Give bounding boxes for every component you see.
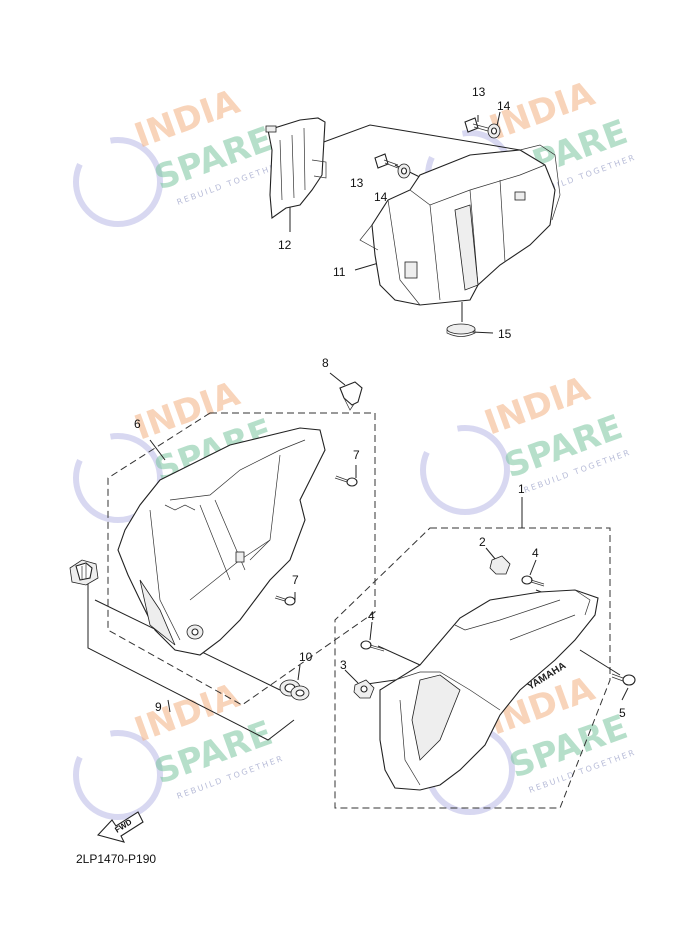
leader-line bbox=[621, 687, 629, 701]
callout-13-upper: 13 bbox=[472, 85, 486, 99]
leader-line bbox=[87, 583, 295, 741]
rubber-pad-part-15 bbox=[446, 323, 476, 337]
bolt-part-13-upper bbox=[464, 117, 489, 133]
battery-box-group bbox=[265, 111, 561, 337]
bracket-part-12 bbox=[265, 117, 327, 220]
assembly-outline-dashed bbox=[334, 527, 611, 809]
callout-4-lower: 4 bbox=[368, 609, 375, 623]
leader-line bbox=[297, 664, 301, 681]
damper-part-9 bbox=[69, 559, 99, 586]
watermark-mid-right: INDIA SPARE REBUILD TOGETHER bbox=[420, 369, 632, 515]
screw-part-7-lower bbox=[274, 595, 296, 606]
callout-5: 5 bbox=[619, 706, 626, 720]
callout-13-lower: 13 bbox=[350, 176, 364, 190]
leader-line bbox=[149, 439, 166, 461]
leader-line bbox=[344, 669, 359, 684]
inner-side-cover-part-6 bbox=[117, 427, 326, 656]
right-side-cover-group: YAMAHA bbox=[334, 497, 636, 809]
callout-1: 1 bbox=[518, 482, 525, 496]
washer-part-14-upper bbox=[487, 123, 501, 139]
callout-9: 9 bbox=[155, 700, 162, 714]
washer-part-14-lower bbox=[397, 163, 411, 179]
watermark-logo-icon bbox=[73, 137, 163, 227]
leader-line bbox=[167, 699, 171, 713]
callout-3: 3 bbox=[340, 658, 347, 672]
leader-line bbox=[377, 645, 421, 666]
leader-line bbox=[301, 124, 521, 151]
leader-line bbox=[529, 559, 537, 576]
leader-line bbox=[329, 372, 346, 386]
grommet-part-8 bbox=[339, 381, 363, 411]
leader-line bbox=[369, 621, 373, 641]
callout-7-upper: 7 bbox=[353, 448, 360, 462]
leader-line bbox=[471, 331, 494, 334]
watermark-top-left: INDIA SPARE REBUILD TOGETHER bbox=[73, 82, 285, 227]
diagram-code: 2LP1470-P190 bbox=[76, 852, 156, 866]
bolt-part-5 bbox=[611, 673, 636, 686]
screw-part-4-lower bbox=[360, 640, 385, 652]
bolt-part-13-lower bbox=[374, 153, 399, 169]
callout-10: 10 bbox=[299, 650, 313, 664]
callout-4-upper: 4 bbox=[532, 546, 539, 560]
left-side-cover-group bbox=[69, 372, 376, 741]
leader-line bbox=[496, 111, 501, 127]
callout-labels: 13 14 13 14 12 11 15 8 6 7 7 10 9 1 2 4 … bbox=[134, 85, 626, 720]
callout-11: 11 bbox=[333, 265, 346, 279]
screw-part-7-upper bbox=[334, 475, 358, 487]
callout-14-lower: 14 bbox=[374, 190, 388, 204]
battery-box-part-11 bbox=[359, 144, 561, 306]
callout-7-lower: 7 bbox=[292, 573, 299, 587]
watermark-logo-icon bbox=[73, 730, 163, 820]
callout-14-upper: 14 bbox=[497, 99, 511, 113]
watermark-logo-icon bbox=[420, 425, 510, 515]
callout-8: 8 bbox=[322, 356, 329, 370]
assembly-outline-dashed bbox=[107, 412, 376, 706]
collar-part-10 bbox=[279, 679, 310, 701]
callout-6: 6 bbox=[134, 417, 141, 431]
callout-15: 15 bbox=[498, 327, 512, 341]
callout-12: 12 bbox=[278, 238, 292, 252]
callout-2: 2 bbox=[479, 535, 486, 549]
nut-part-2 bbox=[489, 555, 511, 575]
grommet-part-3 bbox=[353, 679, 375, 699]
leader-line bbox=[485, 547, 497, 561]
watermark-logo-icon bbox=[73, 433, 163, 523]
screw-part-4-upper bbox=[521, 575, 545, 587]
leader-line bbox=[579, 649, 621, 676]
